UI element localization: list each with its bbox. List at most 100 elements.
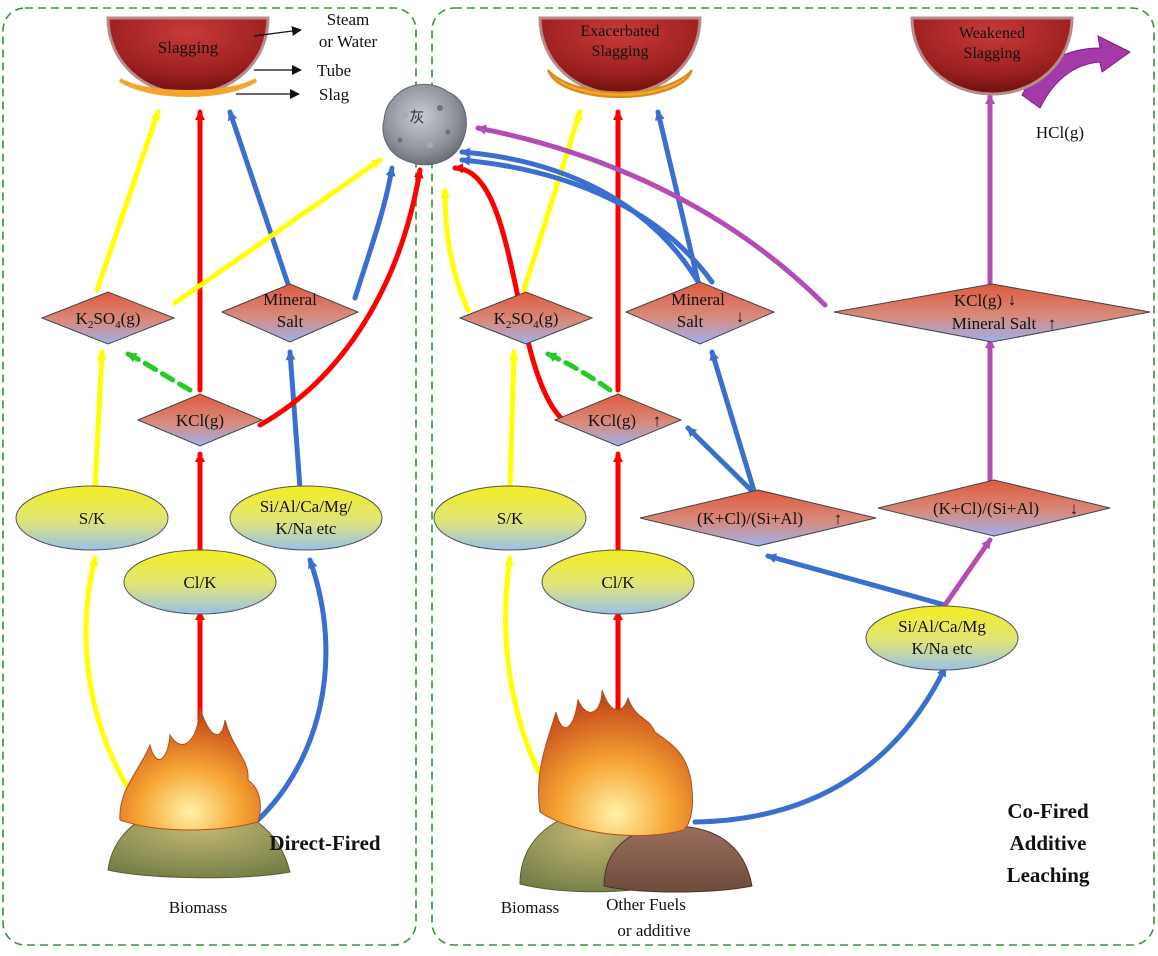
co-kcl-label: KCl(g) — [588, 411, 636, 430]
arrow-cosi-to-ratio-down — [942, 537, 993, 608]
k2so4-sub4: 4 — [115, 319, 121, 331]
arrow-layer — [83, 93, 995, 825]
co-k2so4-k: K — [494, 309, 507, 328]
arrow-cok2so4-to-pan — [521, 109, 583, 293]
arrow-ratio-up-to-mineral — [709, 349, 758, 497]
exacerbated-label-1: Exacerbated — [580, 23, 659, 40]
arrow-sk-to-k2so4 — [92, 349, 107, 491]
ash-particle-icon: 灰 — [382, 83, 467, 166]
exacerbated-label-2: Slagging — [592, 43, 649, 60]
right-fuels: Biomass Other Fuels or additive — [501, 689, 753, 940]
ratio-down-arrow: ↓ — [1070, 499, 1079, 518]
co-clk-label: Cl/K — [601, 573, 635, 592]
arrow-cosk-to-k2so4 — [507, 349, 519, 491]
arrow-cosi-to-ratio-up — [765, 553, 948, 608]
boiler-tube-icon — [910, 16, 1074, 96]
arrow-kcl-to-k2so4-dashed — [125, 351, 193, 393]
co-k2so4-so: SO — [511, 309, 533, 328]
ash-glyph: 灰 — [409, 109, 424, 126]
co-si-label-2: K/Na etc — [912, 639, 973, 658]
sk-label: S/K — [79, 509, 106, 528]
slag-label: Slag — [319, 85, 350, 104]
right-ratio-down-node: (K+Cl)/(Si+Al) ↓ — [877, 479, 1111, 537]
tube-label: Tube — [317, 61, 351, 80]
arrow-cokcl-to-ash — [452, 163, 566, 423]
right-si-oval: Si/Al/Ca/Mg K/Na etc — [865, 605, 1019, 671]
arrow-comineral-to-ash-b — [459, 155, 715, 285]
k2so4-so: SO — [93, 309, 115, 328]
left-fuel: Biomass — [107, 707, 291, 917]
ratio-up-arrow: ↑ — [834, 509, 843, 528]
ratio-down-label: (K+Cl)/(Si+Al) — [933, 499, 1039, 518]
direct-fired-label: Direct-Fired — [269, 831, 380, 855]
biomass-label: Biomass — [169, 898, 228, 917]
slag-layer — [118, 78, 258, 97]
ratio-up-label: (K+Cl)/(Si+Al) — [697, 509, 803, 528]
co-k2so4-g: (g) — [539, 309, 559, 328]
si-label-2: K/Na etc — [276, 519, 337, 538]
svg-text:K2SO4(g): K2SO4(g) — [76, 309, 141, 331]
arrow-cokcl-to-k2so4-dashed — [545, 351, 613, 393]
co-k2so4-sub4: 4 — [533, 319, 539, 331]
mineral-label: Mineral — [263, 290, 317, 309]
kcl-label: KCl(g) — [176, 411, 224, 430]
leaching-label: Leaching — [1007, 863, 1090, 887]
left-k2so4-node: K2SO4(g) — [40, 291, 176, 345]
kcl-mineral-down-arrow: ↓ — [1008, 290, 1017, 309]
arrow-mineral-to-pan — [227, 109, 293, 293]
kcl-mineral-up-arrow: ↑ — [1048, 314, 1057, 333]
co-kcl-up-arrow: ↑ — [653, 411, 662, 430]
right-k2so4-node: K2SO4(g) — [458, 291, 594, 345]
k2so4-sub2: 2 — [88, 319, 94, 331]
left-si-oval: Si/Al/Ca/Mg/ K/Na etc — [229, 485, 383, 551]
co-salt-label: Salt — [677, 312, 704, 331]
co-sk-label: S/K — [497, 509, 524, 528]
left-panel-border — [2, 7, 417, 946]
arrow-k2so4-to-pan — [94, 109, 161, 293]
right-sk-oval: S/K — [433, 485, 587, 551]
arrow-biomass-to-si — [255, 557, 329, 823]
arrow-cok2so4-to-ash — [440, 187, 471, 313]
arrow-fuel-to-si — [692, 665, 948, 825]
right-pan-1: Exacerbated Slagging — [538, 16, 702, 98]
or-additive-label: or additive — [617, 921, 690, 940]
right-kcl-mineral-node: KCl(g) ↓ Mineral Salt ↑ — [833, 283, 1151, 343]
co-biomass-label: Biomass — [501, 898, 560, 917]
right-kcl-node: KCl(g) ↑ — [553, 393, 683, 447]
co-fired-label: Co-Fired — [1007, 799, 1089, 823]
arrow-comineral-to-ash-a — [459, 147, 703, 288]
co-salt-down-arrow: ↓ — [736, 307, 745, 326]
svg-text:K2SO4(g): K2SO4(g) — [494, 309, 559, 331]
left-pan: Slagging — [106, 16, 270, 97]
tube-layer-legend: Steam or Water Tube Slag — [236, 10, 377, 104]
left-pan-label: Slagging — [158, 38, 219, 57]
right-clk-oval: Cl/K — [541, 549, 695, 615]
arrow-kcl-to-ash — [257, 167, 424, 428]
arrow-ratio-up-to-kcl — [685, 425, 758, 497]
co-si-label-1: Si/Al/Ca/Mg — [898, 617, 986, 636]
left-kcl-node: KCl(g) — [136, 393, 264, 447]
co-mineral-label: Mineral — [671, 290, 725, 309]
flame-icon — [119, 707, 261, 831]
arrow-k2so4-to-ash — [172, 157, 383, 306]
weakened-label-1: Weakened — [959, 25, 1025, 42]
kcl-mineral-label-2: Mineral Salt — [952, 314, 1037, 333]
right-mineral-salt-node: Mineral Salt ↓ — [624, 281, 776, 345]
slag-layer-thick — [547, 69, 693, 98]
right-pan-2: Weakened Slagging — [910, 16, 1074, 96]
flame-icon — [538, 689, 693, 837]
fuel-pile-icon — [603, 825, 753, 893]
weakened-label-2: Slagging — [964, 45, 1021, 62]
si-label-1: Si/Al/Ca/Mg/ — [260, 497, 353, 516]
right-panel-border — [431, 7, 1155, 946]
salt-label: Salt — [277, 312, 304, 331]
steam-label: Steam — [327, 10, 370, 29]
left-sk-oval: S/K — [15, 485, 169, 551]
additive-label: Additive — [1009, 831, 1086, 855]
or-water-label: or Water — [319, 32, 378, 51]
left-mineral-salt-node: Mineral Salt — [220, 283, 360, 343]
co-k2so4-sub2: 2 — [506, 319, 512, 331]
arrow-mineral-to-ash — [352, 165, 396, 301]
